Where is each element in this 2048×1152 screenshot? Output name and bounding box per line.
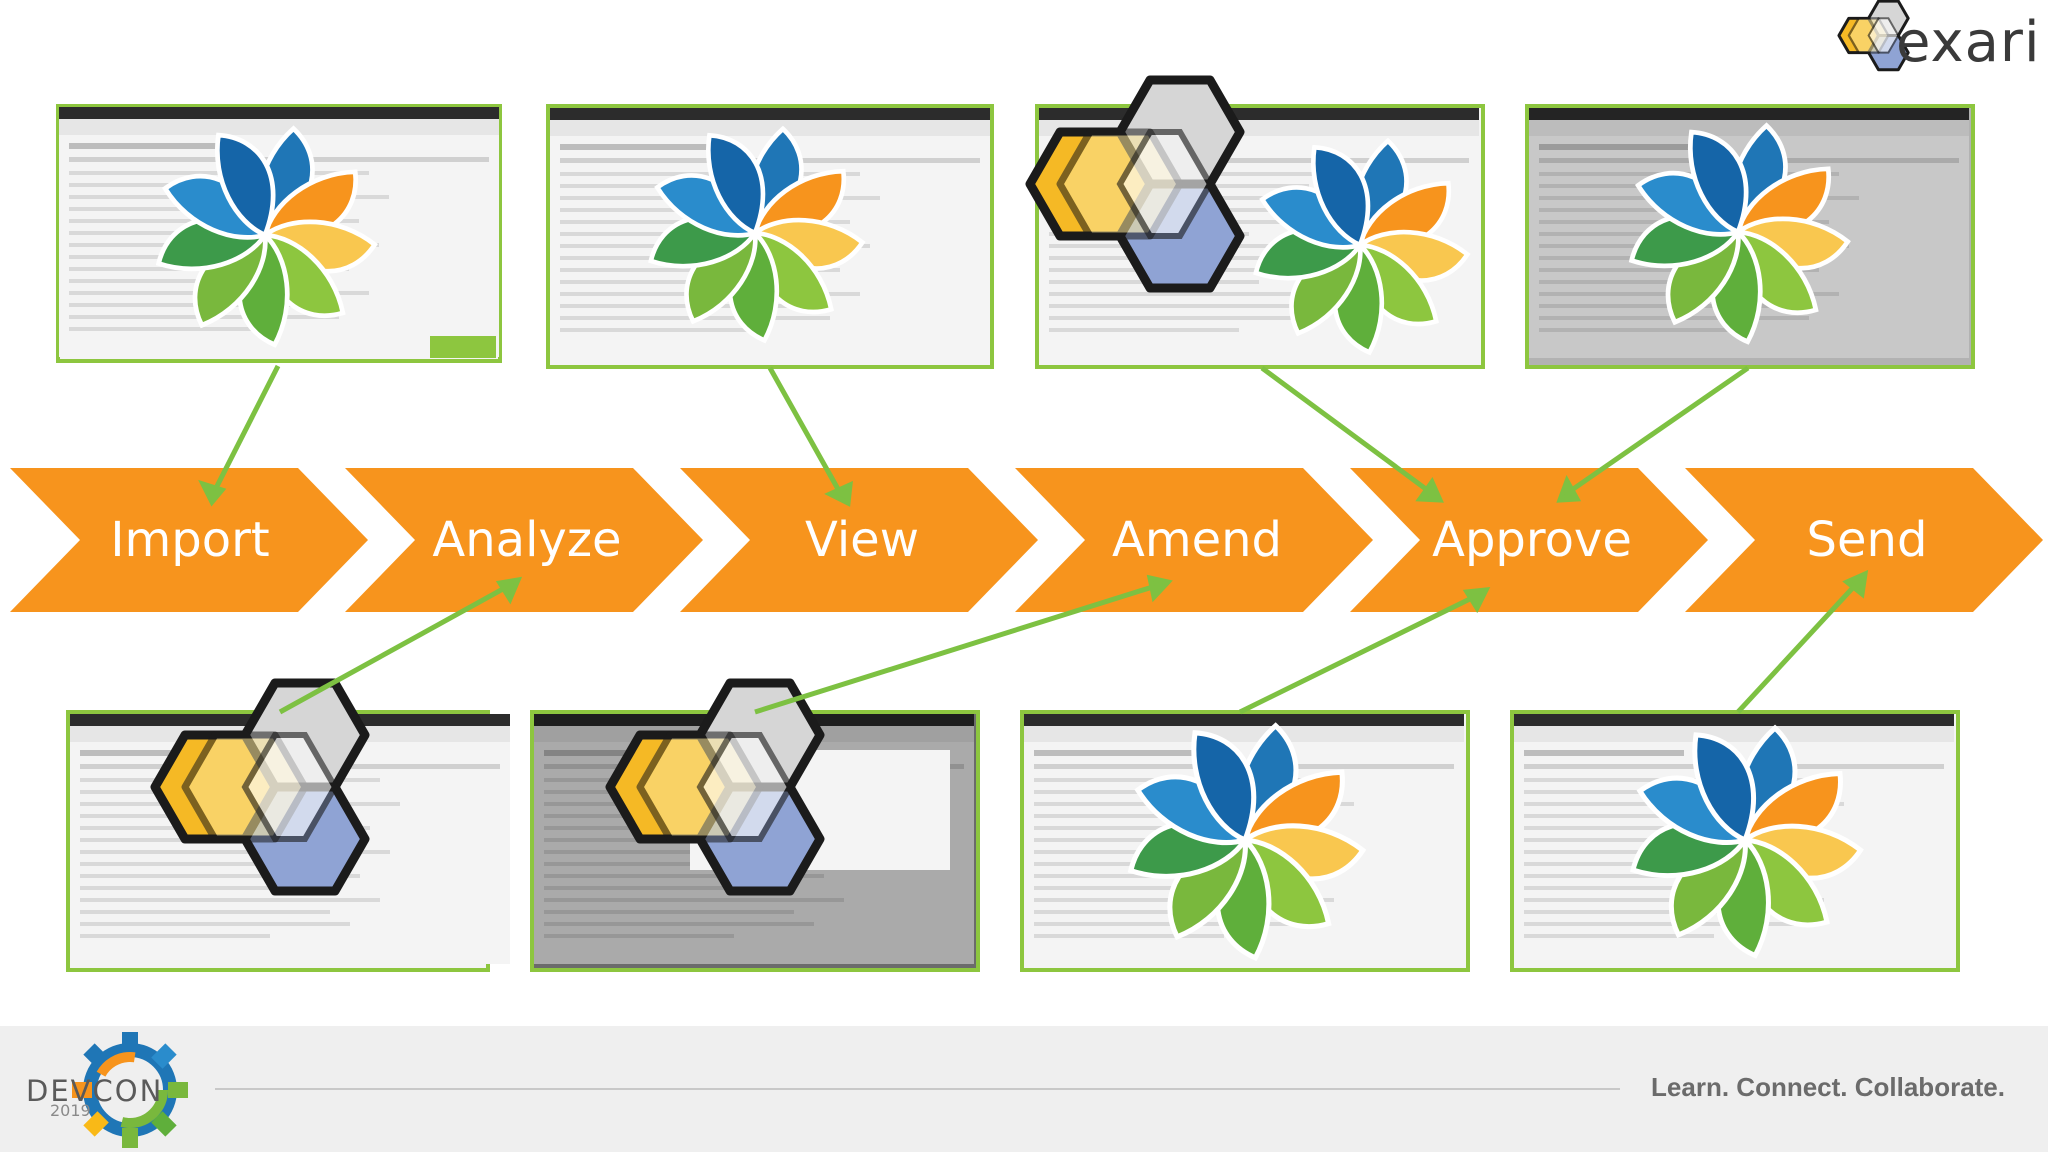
step-amend: Amend — [1015, 468, 1373, 612]
thumbnail-send — [1510, 710, 1960, 972]
thumbnail-import — [56, 104, 502, 363]
devcon-gear-icon — [72, 1032, 188, 1148]
arrowhead-icon — [1842, 569, 1869, 599]
event-year: 2019 — [50, 1101, 91, 1120]
thumbnail-amend-bottom — [530, 683, 980, 972]
thumbnail-approve-bottom — [1020, 710, 1470, 972]
arrowhead-icon — [1415, 476, 1444, 503]
step-view: View — [680, 468, 1038, 612]
thumbnail-approve-top — [1525, 104, 1975, 369]
connectors — [198, 364, 1869, 715]
step-analyze: Analyze — [345, 468, 703, 612]
arrowhead-icon — [198, 479, 227, 507]
step-approve: Approve — [1350, 468, 1708, 612]
arrowhead-icon — [495, 576, 523, 605]
connector-line — [278, 581, 514, 715]
tagline: Learn. Connect. Collaborate. — [1651, 1072, 2005, 1102]
thumbnail-analyze-bottom — [66, 683, 510, 972]
arrowhead-icon — [1462, 587, 1491, 614]
event-name: DEVCON — [26, 1074, 164, 1108]
step-label: View — [805, 512, 919, 568]
step-label: Amend — [1112, 512, 1282, 568]
thumbnail-analyze-top — [546, 104, 994, 369]
brand-name: exari — [1896, 10, 2041, 75]
thumbnail-amend-top — [1030, 80, 1485, 369]
arrowhead-icon — [824, 480, 853, 507]
connector-line — [1238, 591, 1482, 715]
footer-divider — [215, 1088, 1620, 1090]
step-label: Import — [110, 512, 269, 568]
step-send: Send — [1685, 468, 2043, 612]
step-label: Approve — [1432, 512, 1632, 568]
connector-line — [209, 364, 281, 498]
connector-line — [1736, 578, 1862, 714]
arrowhead-icon — [1146, 574, 1173, 603]
connector-line — [754, 581, 1163, 715]
connector-line — [767, 366, 846, 500]
connector-line — [1260, 365, 1436, 498]
step-label: Send — [1807, 512, 1928, 568]
step-label: Analyze — [432, 512, 621, 568]
connector-line — [1564, 365, 1750, 497]
arrowhead-icon — [1556, 475, 1582, 503]
step-import: Import — [10, 468, 368, 612]
